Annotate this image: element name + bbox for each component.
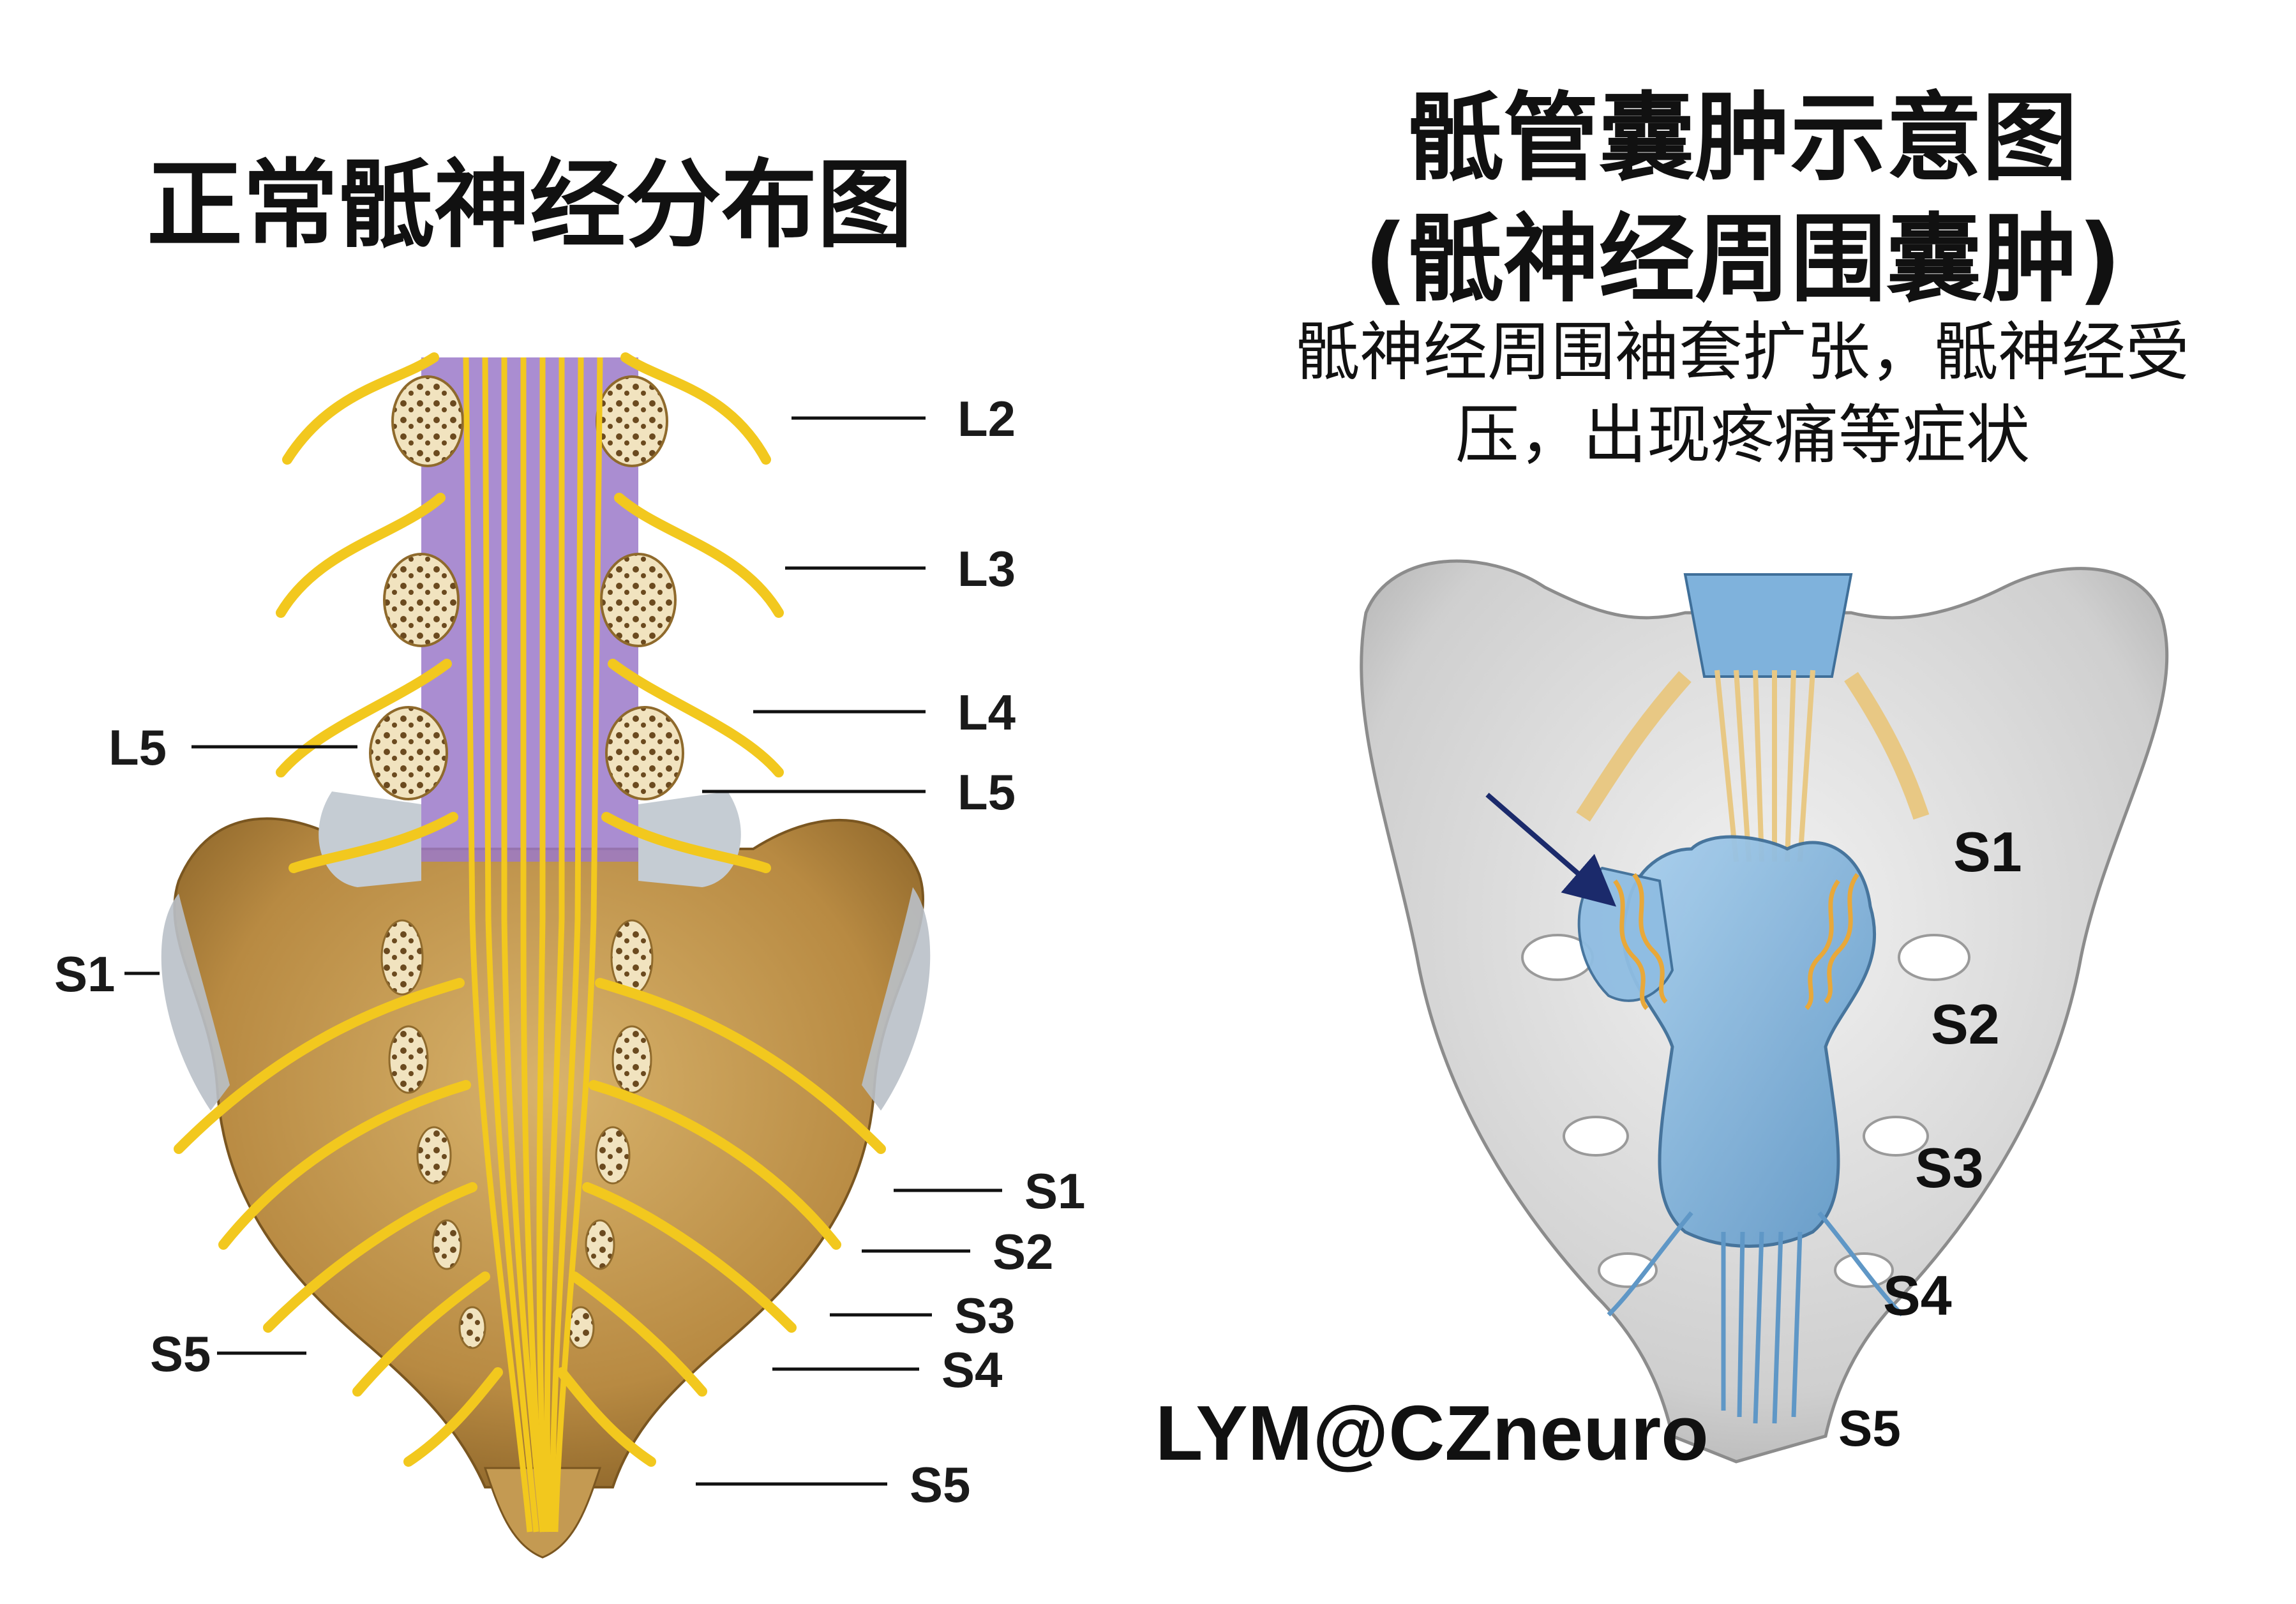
label-L4: L4 xyxy=(957,684,1016,740)
label-S5-cyst: S5 xyxy=(1838,1400,1901,1457)
label-S2-cyst: S2 xyxy=(1931,993,2000,1056)
cauda-equina xyxy=(463,357,603,1533)
label-S5-left: S5 xyxy=(150,1326,211,1382)
nerve-roots-right xyxy=(557,352,886,1467)
right-panel-description-line1: 骶神经周围袖套扩张，骶神经受 xyxy=(1296,315,2189,389)
dura-sac xyxy=(1683,573,1853,678)
label-L5-left: L5 xyxy=(109,719,167,776)
label-S3: S3 xyxy=(954,1287,1015,1344)
right-panel-description-line2: 压，出现疼痛等症状 xyxy=(1455,398,2030,472)
vertebral-bodies xyxy=(369,375,684,1349)
right-panel-subtitle-heading: (骶神经周围囊肿) xyxy=(1363,204,2122,315)
right-diagram: S1 S2 S3 S4 S5 xyxy=(1360,559,2169,1464)
label-S2: S2 xyxy=(993,1224,1053,1280)
left-diagram: L2 L3 L4 L5 L5 S1 S1 S2 S3 S4 S5 S5 xyxy=(54,352,1085,1559)
distal-roots-right xyxy=(1607,1211,1904,1424)
right-panel-title: 骶管囊肿示意图 xyxy=(1407,83,2078,194)
label-S1-cyst: S1 xyxy=(1953,820,2022,883)
dura-left xyxy=(421,357,638,862)
nerve-roots-left xyxy=(174,352,503,1467)
label-S1-left: S1 xyxy=(54,946,115,1002)
label-S3-cyst: S3 xyxy=(1915,1136,1984,1199)
label-S4: S4 xyxy=(942,1342,1002,1398)
label-S4-cyst: S4 xyxy=(1883,1264,1952,1327)
nerve-fibers-right xyxy=(1714,670,1815,862)
sacrum-bone-left xyxy=(173,817,925,1488)
author-watermark: LYM@CZneuro xyxy=(1155,1390,1709,1476)
label-L3: L3 xyxy=(957,541,1016,597)
label-L2: L2 xyxy=(957,391,1016,447)
cyst-arrow xyxy=(1485,792,1617,907)
label-S5-right: S5 xyxy=(910,1457,970,1513)
leader-lines-left xyxy=(124,416,1002,1486)
label-L5-right: L5 xyxy=(957,764,1016,820)
label-S1-right: S1 xyxy=(1024,1163,1085,1219)
left-panel-title: 正常骶神经分布图 xyxy=(146,150,913,261)
